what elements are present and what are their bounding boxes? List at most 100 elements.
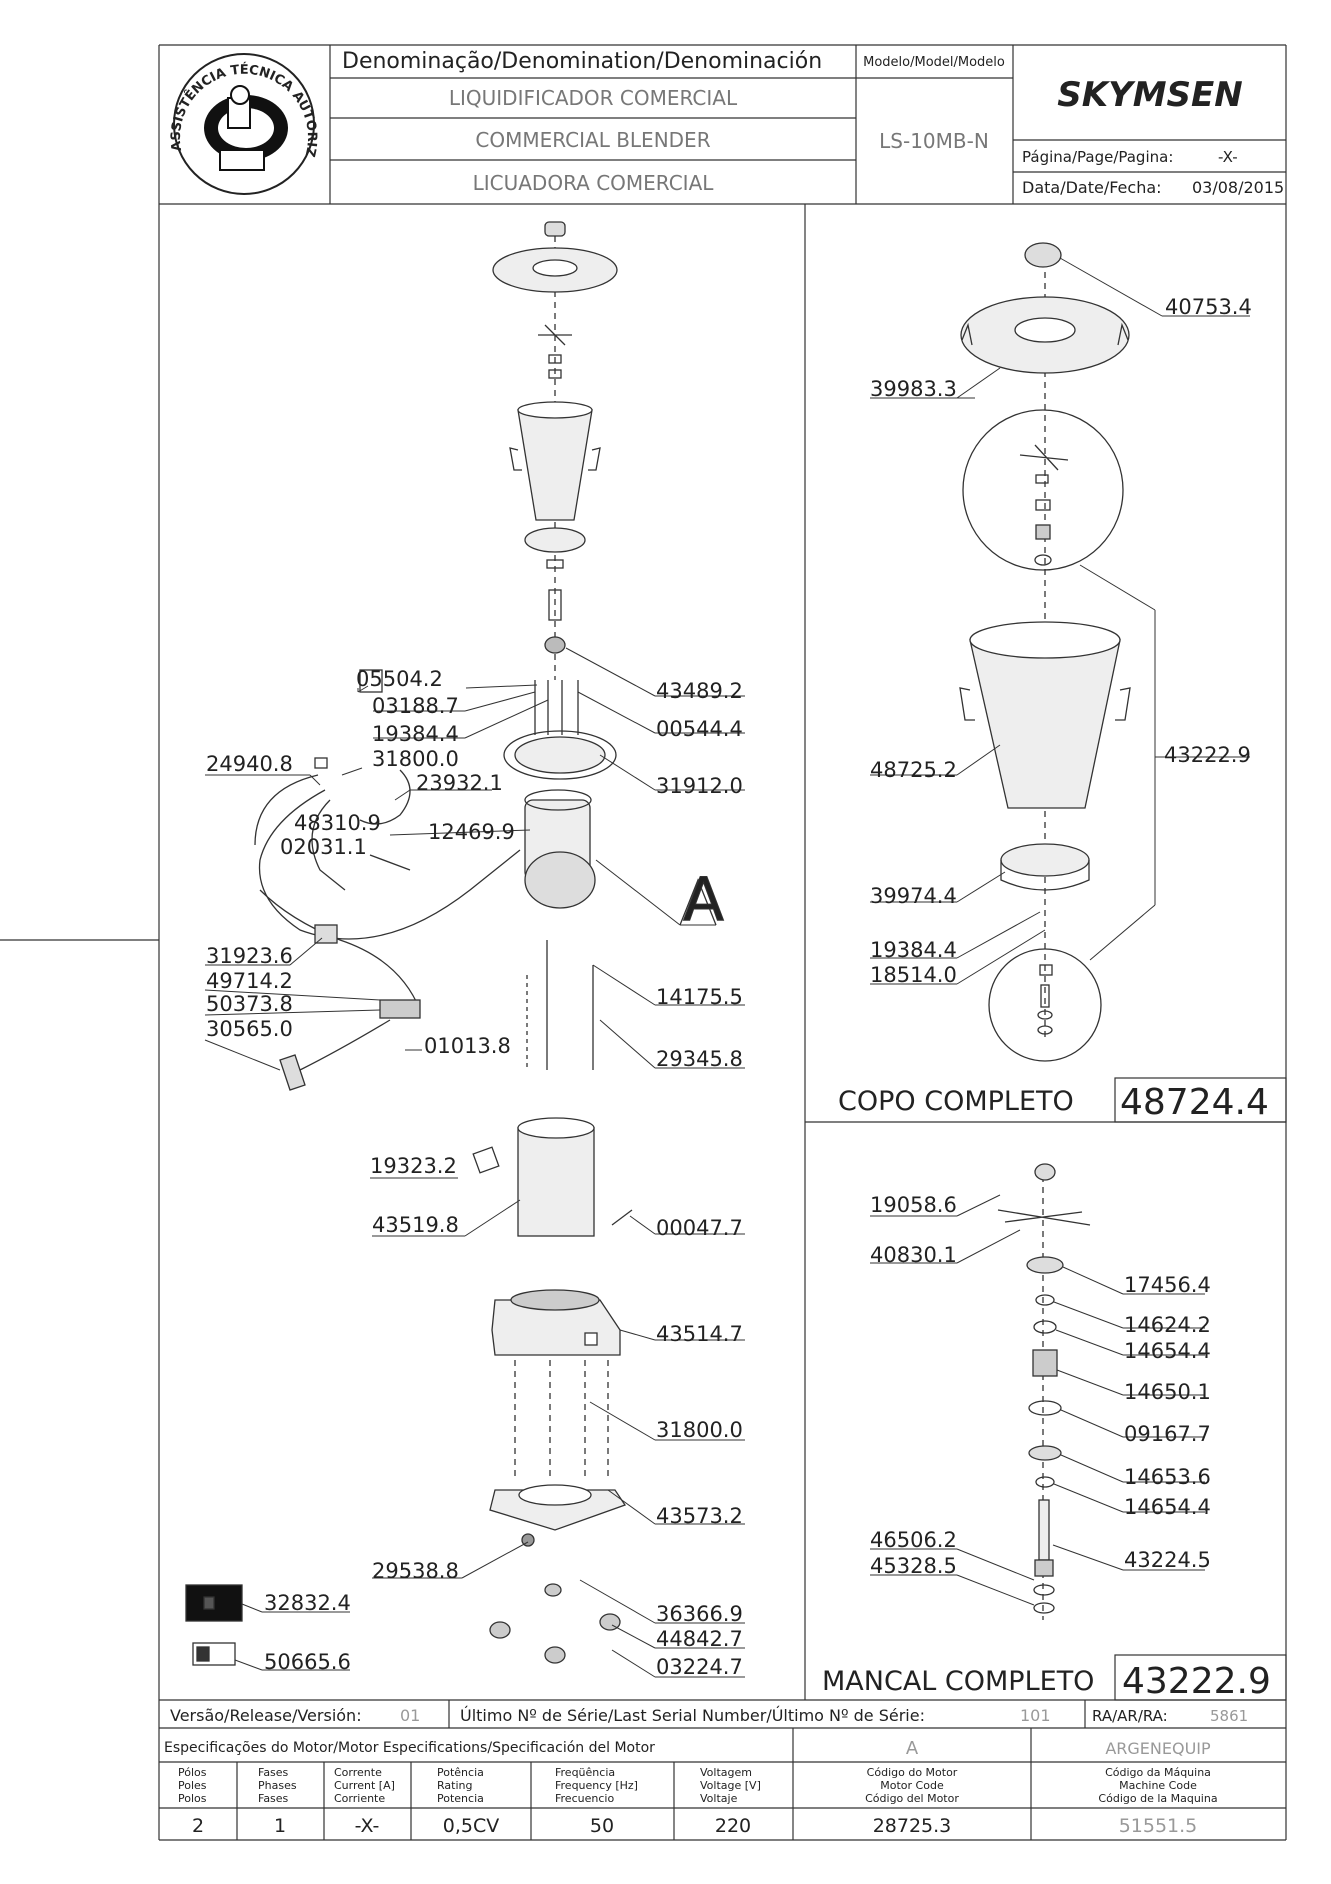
spec-value: 1 <box>274 1815 286 1837</box>
part-number: 02031.1 <box>280 835 367 859</box>
part-number: 03188.7 <box>372 694 459 718</box>
cup-assembly-code: 48724.4 <box>1120 1082 1269 1123</box>
specs-header-row: Pólos Poles Polos 2 Fases Phases Fases 1… <box>178 1766 1218 1837</box>
part-number: 48310.9 <box>294 811 381 835</box>
spec-label: Frequency [Hz] <box>555 1779 638 1792</box>
part-number: 14624.2 <box>1124 1313 1211 1337</box>
part-number: 43519.8 <box>372 1213 459 1237</box>
spec-label: Rating <box>437 1779 472 1792</box>
spec-label: Phases <box>258 1779 297 1792</box>
spec-label: Fases <box>258 1766 289 1779</box>
detail-a-marker: A <box>683 865 724 935</box>
part-number: 14654.4 <box>1124 1495 1211 1519</box>
part-number: 31923.6 <box>206 944 293 968</box>
model-value: LS-10MB-N <box>879 129 989 153</box>
spec-label: Frecuencio <box>555 1792 614 1805</box>
ra-value: 5861 <box>1210 1707 1248 1725</box>
spec-label: Corriente <box>334 1792 385 1805</box>
part-number: 19323.2 <box>370 1154 457 1178</box>
part-number: 39983.3 <box>870 377 957 401</box>
spec-col-poles: Pólos Poles Polos 2 <box>178 1766 207 1837</box>
name-en: COMMERCIAL BLENDER <box>475 128 710 152</box>
part-number: 32832.4 <box>264 1591 351 1615</box>
part-number: 24940.8 <box>206 752 293 776</box>
part-number: 43489.2 <box>656 679 743 703</box>
page-label: Página/Page/Pagina: <box>1022 148 1173 166</box>
part-number: 40753.4 <box>1165 295 1252 319</box>
spec-label: Corrente <box>334 1766 382 1779</box>
motor-letter: A <box>906 1738 919 1759</box>
part-number: 50373.8 <box>206 992 293 1016</box>
part-number: 03224.7 <box>656 1655 743 1679</box>
spec-col-phases: Fases Phases Fases 1 <box>258 1766 297 1837</box>
part-number: 31912.0 <box>656 774 743 798</box>
spec-value: -X- <box>355 1815 380 1837</box>
part-number: 44842.7 <box>656 1627 743 1651</box>
part-number: 40830.1 <box>870 1243 957 1267</box>
version-label: Versão/Release/Versión: <box>170 1706 362 1725</box>
spec-label: Voltage [V] <box>700 1779 761 1792</box>
part-number: 50665.6 <box>264 1650 351 1674</box>
cup-assembly-view <box>959 242 1131 1062</box>
page-value: -X- <box>1218 148 1238 166</box>
spec-label: Machine Code <box>1119 1779 1197 1792</box>
part-number: 01013.8 <box>424 1034 511 1058</box>
part-number: 43514.7 <box>656 1322 743 1346</box>
cup-assembly-title: COPO COMPLETO <box>838 1086 1074 1117</box>
brand-logo: SKYMSEN <box>1057 75 1242 115</box>
bearing-assembly-code: 43222.9 <box>1122 1661 1271 1702</box>
spec-label: Voltagem <box>700 1766 752 1779</box>
date-value: 03/08/2015 <box>1192 178 1284 197</box>
part-number: 49714.2 <box>206 969 293 993</box>
part-number: 18514.0 <box>870 963 957 987</box>
part-number: 17456.4 <box>1124 1273 1211 1297</box>
part-number: 43573.2 <box>656 1504 743 1528</box>
spec-value: 0,5CV <box>443 1815 499 1837</box>
model-label: Modelo/Model/Modelo <box>863 55 1005 70</box>
spec-label: Fases <box>258 1792 289 1805</box>
main-part-numbers: 43489.2 05504.2 03188.7 00544.4 19384.4 … <box>206 667 743 1679</box>
spec-label: Voltaje <box>700 1792 738 1805</box>
part-number: 39974.4 <box>870 884 957 908</box>
spec-value: 28725.3 <box>873 1815 952 1837</box>
part-number: 14653.6 <box>1124 1465 1211 1489</box>
part-number: 23932.1 <box>416 771 503 795</box>
spec-label: Potencia <box>437 1792 484 1805</box>
part-number: 19058.6 <box>870 1193 957 1217</box>
part-number: 30565.0 <box>206 1017 293 1041</box>
spec-value: 220 <box>715 1815 751 1837</box>
spec-col-current: Corrente Current [A] Corriente -X- <box>334 1766 395 1837</box>
spec-label: Freqüência <box>555 1766 615 1779</box>
part-number: 29345.8 <box>656 1047 743 1071</box>
part-number: 36366.9 <box>656 1602 743 1626</box>
spec-label: Polos <box>178 1792 207 1805</box>
part-number: 14650.1 <box>1124 1380 1211 1404</box>
part-number: 31800.0 <box>656 1418 743 1442</box>
part-number: 31800.0 <box>372 747 459 771</box>
part-number: 19384.4 <box>372 722 459 746</box>
serial-label: Último Nº de Série/Last Serial Number/Úl… <box>460 1706 925 1725</box>
date-label: Data/Date/Fecha: <box>1022 178 1162 197</box>
part-number: 43224.5 <box>1124 1548 1211 1572</box>
spec-value: 51551.5 <box>1119 1815 1198 1837</box>
specs-title: Especificações do Motor/Motor Especifica… <box>164 1740 655 1756</box>
part-number: 45328.5 <box>870 1554 957 1578</box>
part-number: 29538.8 <box>372 1559 459 1583</box>
spec-label: Pólos <box>178 1766 207 1779</box>
part-number: 19384.4 <box>870 938 957 962</box>
spec-value: 50 <box>590 1815 614 1837</box>
part-number: 48725.2 <box>870 758 957 782</box>
spec-value: 2 <box>192 1815 204 1837</box>
spec-label: Código del Motor <box>865 1792 959 1805</box>
spec-col-frequency: Freqüência Frequency [Hz] Frecuencio 50 <box>555 1766 638 1837</box>
spec-label: Poles <box>178 1779 207 1792</box>
part-number: 14175.5 <box>656 985 743 1009</box>
part-number: 05504.2 <box>356 667 443 691</box>
name-pt: LIQUIDIFICADOR COMERCIAL <box>449 86 738 110</box>
main-exploded-view <box>185 221 717 1666</box>
spec-label: Código de la Maquina <box>1098 1792 1217 1805</box>
bearing-assembly-view <box>997 1163 1091 1620</box>
manufacturer: ARGENEQUIP <box>1105 1739 1211 1758</box>
spec-label: Potência <box>437 1766 484 1779</box>
